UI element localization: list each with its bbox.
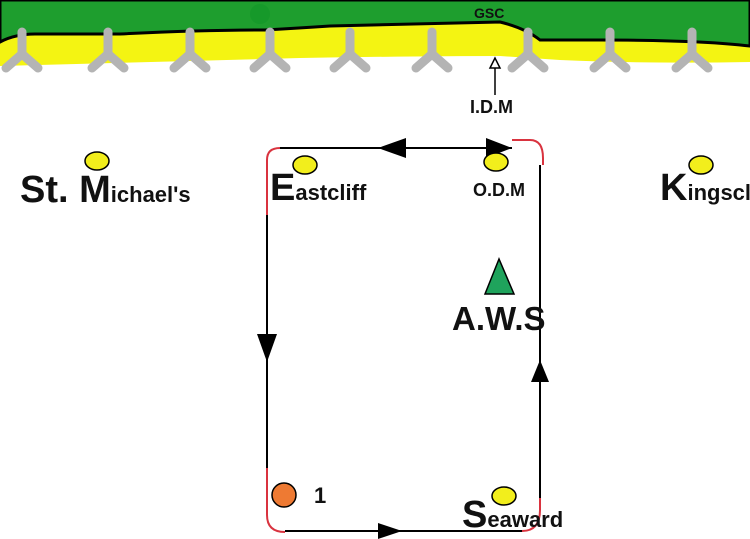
buoy-st-michaels xyxy=(84,151,110,171)
odm-label: O.D.M xyxy=(473,180,525,200)
seaward-label: Seaward xyxy=(462,494,563,536)
arrow-right-icon xyxy=(378,523,402,539)
groyne-icon xyxy=(169,27,211,73)
groyne-row xyxy=(1,27,713,73)
tree-icon xyxy=(250,4,270,24)
arrow-down-icon xyxy=(257,334,277,362)
course-corners xyxy=(266,139,544,533)
st-michaels-label: St. Michael's xyxy=(20,169,191,211)
kingscliff-label: Kingscliff xyxy=(660,167,750,209)
eastcliff-rest: astcliff xyxy=(295,180,367,205)
arrow-left-icon xyxy=(378,138,406,158)
land-area xyxy=(0,0,750,48)
buoys xyxy=(84,151,714,508)
corner-bottom-right xyxy=(521,498,541,532)
groyne-icon xyxy=(671,27,713,73)
buoy-eastcliff xyxy=(292,155,318,175)
groyne-icon xyxy=(87,27,129,73)
start-buoy xyxy=(271,482,297,508)
corner-top-right xyxy=(512,139,544,165)
start-number: 1 xyxy=(314,483,326,508)
land-label: GSC xyxy=(474,5,504,21)
groyne-icon xyxy=(249,27,291,73)
course-route xyxy=(266,64,541,532)
groyne-icon xyxy=(1,27,43,73)
st-michaels-rest: ichael's xyxy=(111,182,191,207)
seaward-rest: eaward xyxy=(487,507,563,532)
kingscliff-lead: K xyxy=(660,167,688,209)
aws-label: A.W.S xyxy=(452,300,546,337)
groyne-icon xyxy=(507,27,549,73)
corner-bottom-left xyxy=(266,468,286,533)
corner-top-left xyxy=(266,147,281,215)
eastcliff-lead: E xyxy=(270,167,295,209)
kingscliff-rest: ingscliff xyxy=(687,180,750,205)
buoy-seaward xyxy=(491,486,517,506)
arrow-up-icon xyxy=(488,56,502,69)
groyne-icon xyxy=(411,27,453,73)
buoy-odm xyxy=(483,152,509,172)
groyne-icon xyxy=(589,27,631,73)
seaward-lead: S xyxy=(462,494,487,536)
groyne-icon xyxy=(329,27,371,73)
idm-label: I.D.M xyxy=(470,97,513,117)
eastcliff-label: Eastcliff xyxy=(270,167,367,209)
arrow-up-icon xyxy=(531,360,549,382)
st-michaels-lead: St. M xyxy=(20,169,111,211)
buoy-kingscliff xyxy=(688,155,714,175)
aws-triangle-icon xyxy=(483,257,516,295)
